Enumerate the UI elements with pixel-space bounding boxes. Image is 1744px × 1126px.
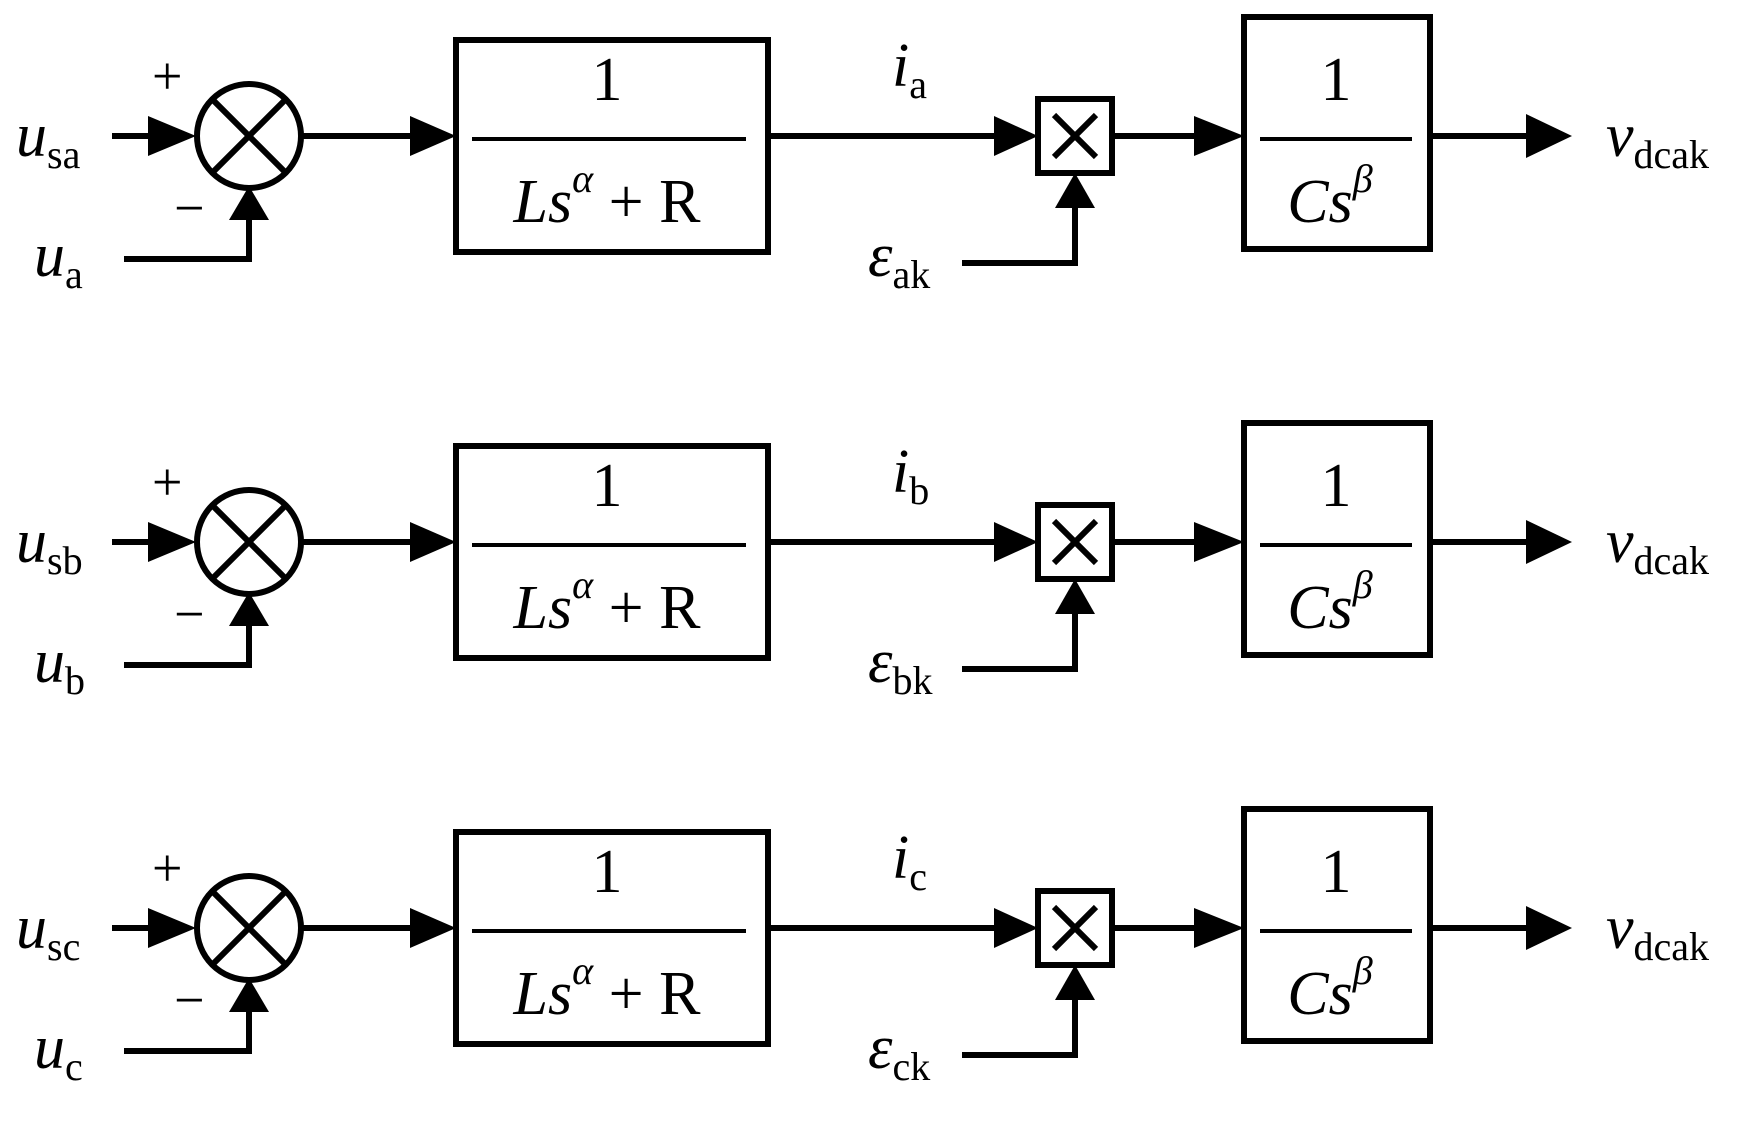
plus-sign: +: [152, 46, 182, 106]
row-a: usa ua + − 1 Lsα + R ia εak 1 Csβ vdcak: [16, 17, 1709, 297]
minus-sign: −: [174, 970, 204, 1030]
switch-label: εck: [868, 1014, 930, 1089]
tf2-denominator: Csβ: [1287, 562, 1372, 642]
current-label: ia: [892, 32, 927, 107]
feedback-label: ua: [34, 222, 83, 297]
feedback-label: ub: [34, 628, 85, 703]
tf2-denominator: Csβ: [1287, 948, 1372, 1028]
tf1-denominator: Lsα + R: [513, 156, 702, 236]
output-label: vdcak: [1606, 102, 1709, 177]
tf1-numerator: 1: [592, 452, 623, 520]
switch-label: εak: [868, 222, 930, 297]
tf1-denominator: Lsα + R: [513, 948, 702, 1028]
input-label: usc: [16, 894, 80, 969]
tf2-numerator: 1: [1321, 838, 1352, 906]
row-b-blocks: [112, 423, 1572, 669]
minus-sign: −: [174, 584, 204, 644]
row-a-blocks: [112, 17, 1572, 263]
tf2-numerator: 1: [1321, 46, 1352, 114]
tf2-numerator: 1: [1321, 452, 1352, 520]
input-label: usa: [16, 102, 81, 177]
current-label: ib: [892, 438, 929, 513]
tf1-denominator: Lsα + R: [513, 562, 702, 642]
row-c: usc uc + − 1 Lsα + R ic εck 1 Csβ vdcak: [16, 809, 1709, 1089]
plus-sign: +: [152, 838, 182, 898]
tf2-denominator: Csβ: [1287, 156, 1372, 236]
tf1-numerator: 1: [592, 46, 623, 114]
output-label: vdcak: [1606, 894, 1709, 969]
output-label: vdcak: [1606, 508, 1709, 583]
row-b: usb ub + − 1 Lsα + R ib εbk 1 Csβ vdcak: [16, 423, 1709, 703]
plus-sign: +: [152, 452, 182, 512]
tf1-numerator: 1: [592, 838, 623, 906]
input-label: usb: [16, 508, 83, 583]
current-label: ic: [892, 824, 927, 899]
minus-sign: −: [174, 178, 204, 238]
switch-label: εbk: [868, 628, 932, 703]
row-c-blocks: [112, 809, 1572, 1055]
feedback-label: uc: [34, 1014, 83, 1089]
